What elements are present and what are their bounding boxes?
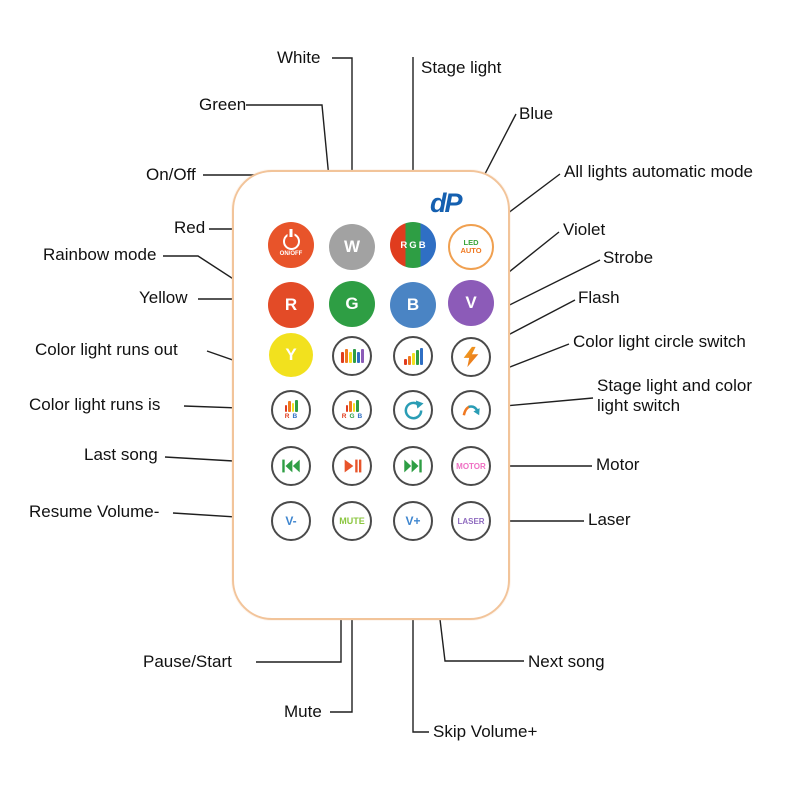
callout-label-motor: Motor — [596, 455, 640, 474]
callout-label-violet: Violet — [563, 220, 606, 239]
callout-label-on-off: On/Off — [146, 165, 196, 184]
callout-label-circle-switch: Color light circle switch — [573, 332, 746, 351]
pause-start-button[interactable] — [332, 446, 372, 486]
led-auto-button[interactable]: LED AUTO — [448, 224, 494, 270]
rainbow-bars-icon — [340, 349, 364, 363]
power-button[interactable]: ON/OFF — [268, 222, 314, 268]
rainbow-mode-button[interactable] — [332, 336, 372, 376]
color-bars-icon — [345, 400, 359, 412]
callout-label-resume-volume: Resume Volume- — [29, 502, 160, 521]
ascending-bars-icon — [403, 347, 423, 365]
blue-button-label: B — [406, 295, 420, 314]
mute-button-label: MUTE — [339, 516, 365, 526]
previous-track-icon — [282, 459, 300, 473]
last-song-button[interactable] — [271, 446, 311, 486]
callout-label-last-song: Last song — [84, 445, 158, 464]
callout-label-red: Red — [174, 218, 206, 237]
violet-button[interactable]: V — [448, 280, 494, 326]
laser-button-label: LASER — [457, 516, 485, 526]
volume-up-label: V+ — [405, 514, 421, 528]
mute-button[interactable]: MUTE — [332, 501, 372, 541]
green-button[interactable]: G — [329, 281, 375, 327]
volume-up-button[interactable]: V+ — [393, 501, 433, 541]
red-button[interactable]: R — [268, 282, 314, 328]
blue-button[interactable]: B — [390, 282, 436, 328]
white-light-button[interactable]: W — [329, 224, 375, 270]
callout-label-blue: Blue — [519, 104, 554, 123]
strobe-button[interactable] — [393, 336, 433, 376]
callout-label-runs-out: Color light runs out — [35, 340, 178, 359]
callout-label-yellow: Yellow — [139, 288, 188, 307]
callout-label-all-auto: All lights automatic mode — [564, 162, 753, 181]
power-icon — [282, 233, 300, 250]
yellow-button-label: Y — [285, 345, 297, 364]
volume-down-label: V- — [285, 514, 297, 528]
color-bars-icon — [284, 400, 298, 412]
play-pause-icon — [344, 459, 362, 473]
color-light-circle-switch-button[interactable] — [393, 390, 433, 430]
callout-label-laser: Laser — [588, 510, 631, 529]
white-light-label: W — [343, 237, 361, 256]
flash-button[interactable] — [451, 337, 491, 377]
callout-label-green: Green — [199, 95, 247, 114]
led-auto-label-2: AUTO — [460, 246, 482, 255]
yellow-button[interactable]: Y — [269, 333, 313, 377]
power-button-label: ON/OFF — [279, 251, 303, 257]
callout-label-strobe: Strobe — [603, 248, 654, 267]
laser-button[interactable]: LASER — [451, 501, 491, 541]
callout-label-white: White — [277, 48, 321, 67]
motor-button[interactable]: MOTOR — [451, 446, 491, 486]
callout-label-mute: Mute — [284, 702, 322, 721]
callout-label-flash: Flash — [578, 288, 620, 307]
callout-label-runs-is: Color light runs is — [29, 395, 161, 414]
callout-label-pause-start: Pause/Start — [143, 652, 232, 671]
callout-label-skip-volume: Skip Volume+ — [433, 722, 538, 741]
curved-arrow-icon — [462, 404, 480, 416]
next-song-button[interactable] — [393, 446, 433, 486]
cycle-arrows-icon — [404, 399, 424, 419]
brand-logo: dP — [430, 188, 462, 218]
callout-label-stage-switch: Stage light and color light switch — [597, 376, 752, 415]
led-auto-label-1: LED — [463, 238, 479, 247]
red-button-label: R — [284, 295, 298, 314]
motor-button-label: MOTOR — [456, 461, 486, 471]
lightning-bolt-icon — [463, 346, 479, 368]
violet-button-label: V — [465, 293, 477, 312]
callout-label-next-song: Next song — [528, 652, 605, 671]
green-button-label: G — [345, 294, 359, 313]
volume-down-button[interactable]: V- — [271, 501, 311, 541]
next-track-icon — [404, 459, 422, 473]
callout-label-stage-light: Stage light — [421, 58, 502, 77]
callout-label-rainbow: Rainbow mode — [43, 245, 157, 264]
stage-color-switch-button[interactable] — [451, 390, 491, 430]
